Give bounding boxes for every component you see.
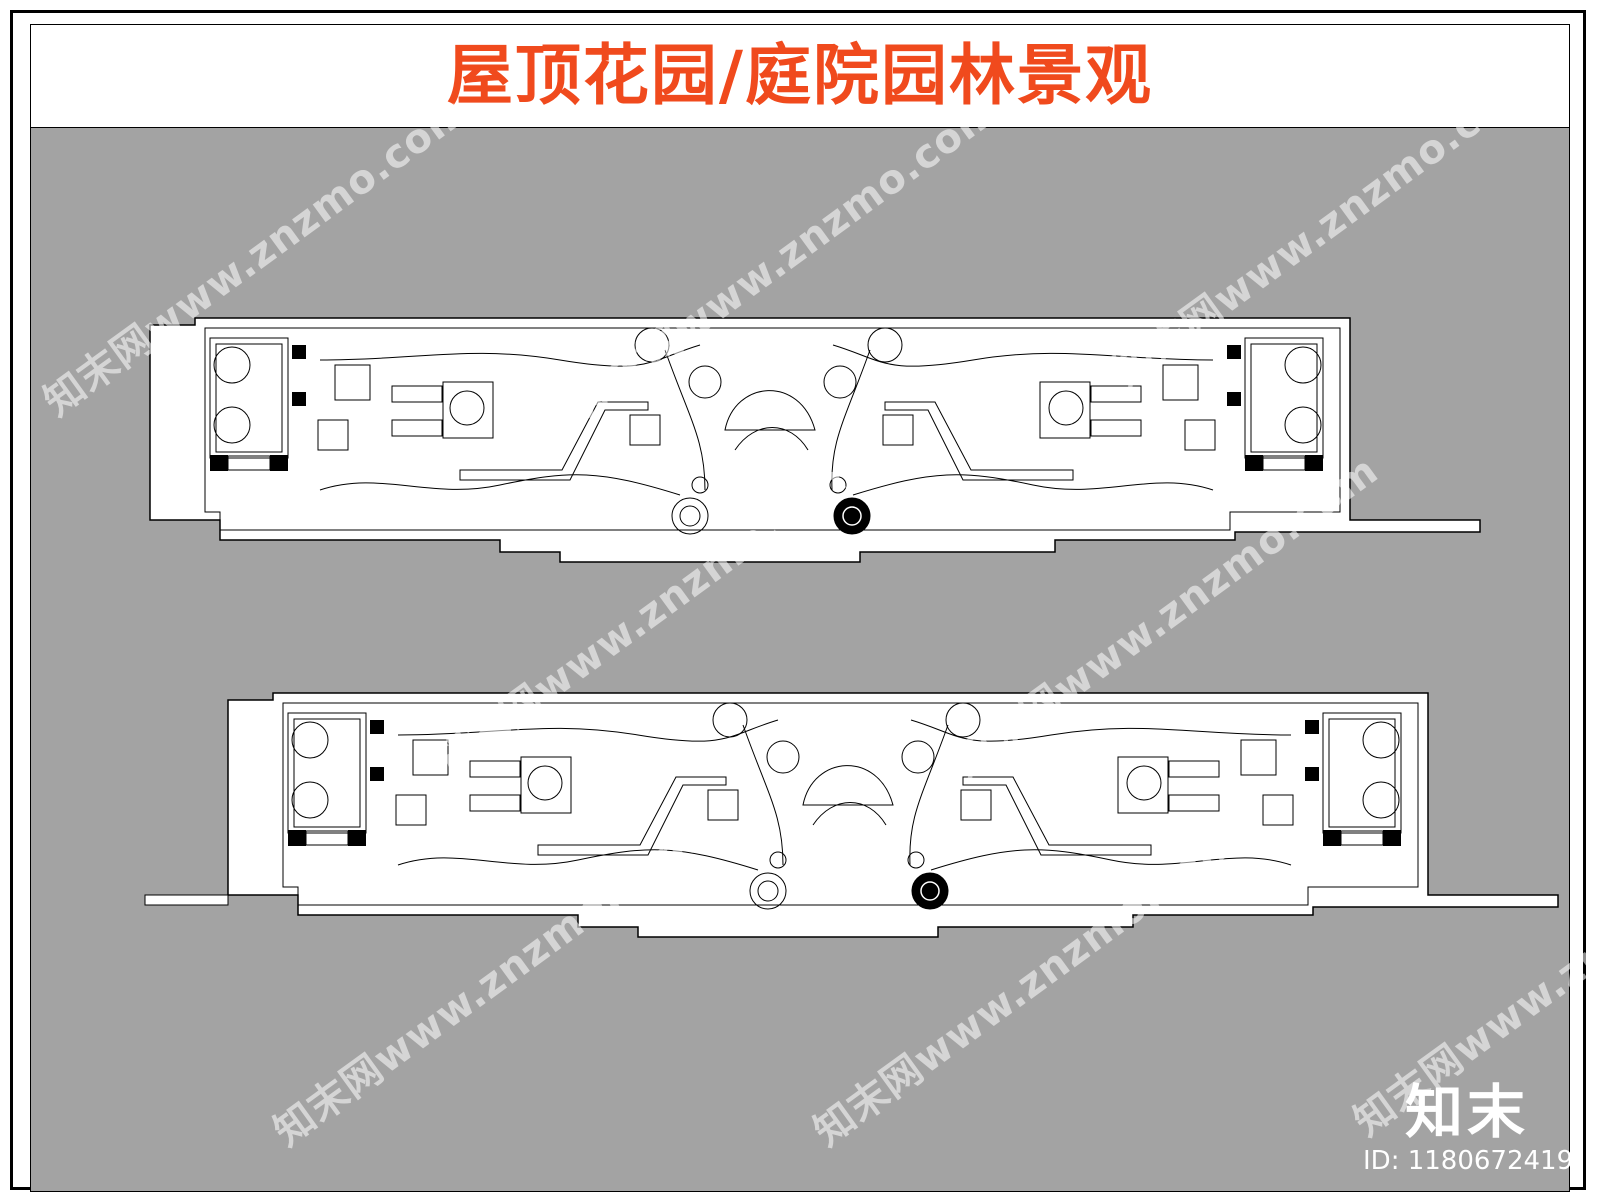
plan-ledge (144, 894, 229, 906)
title-bar: 屋顶花园/庭院园林景观 (31, 25, 1569, 128)
page-title: 屋顶花园/庭院园林景观 (446, 37, 1154, 114)
znzmo-logo: 知末 (1405, 1078, 1530, 1146)
garden-plan-bottom (227, 692, 1559, 938)
id-label: ID: 1180672419 (1363, 1146, 1574, 1176)
garden-plan-top (149, 317, 1481, 563)
drawing-area (30, 24, 1570, 1192)
